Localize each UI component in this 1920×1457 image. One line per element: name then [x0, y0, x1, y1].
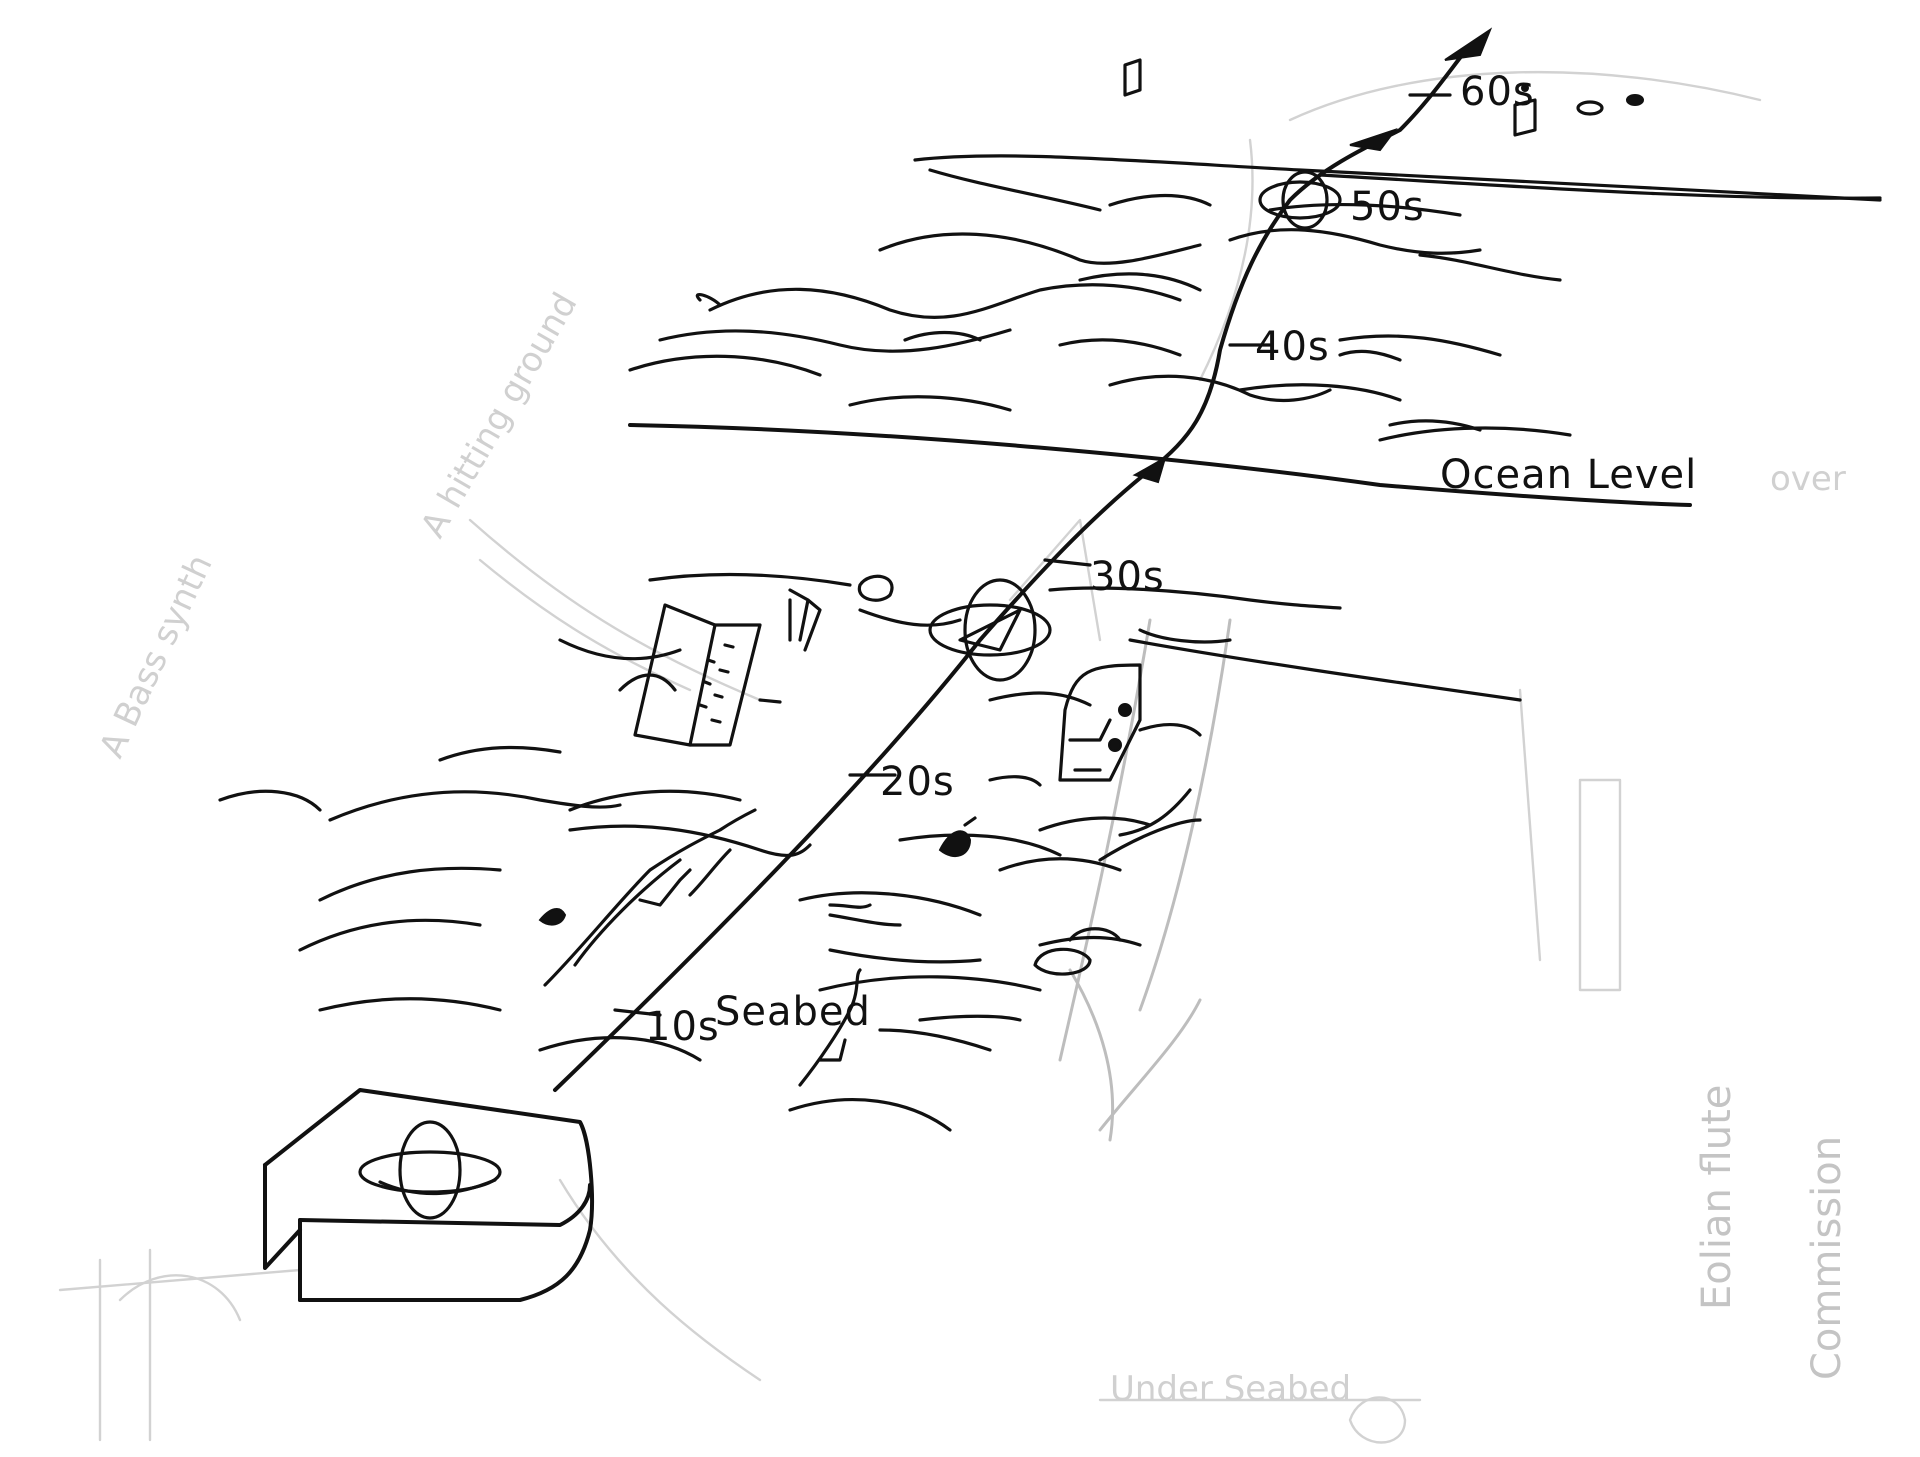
- time-label-20s: 20s: [880, 759, 955, 805]
- faint-note-bass-synth: A Bass synth: [92, 549, 221, 764]
- fish-group: [538, 816, 977, 926]
- ocean-level: Ocean Level: [628, 423, 1697, 507]
- orbit-symbol-30s: [928, 578, 1052, 682]
- ocean-level-label: Ocean Level: [1440, 452, 1697, 498]
- upper-waves: [628, 154, 1882, 442]
- seabed-label: Seabed: [715, 989, 871, 1035]
- time-label-10s: 10s: [645, 1004, 720, 1050]
- time-label-50s: 50s: [1350, 184, 1425, 230]
- lower-waves: [218, 572, 1522, 1132]
- orbit-symbol-50s: [1258, 170, 1342, 230]
- arrow-head-ocean-level: [1132, 455, 1167, 484]
- fish-left: [538, 908, 567, 926]
- sinking-car: [1058, 663, 1142, 782]
- arrow-head-surface: [1349, 128, 1398, 152]
- trajectory-line: [553, 43, 1472, 1092]
- faint-note-under-seabed: Under Seabed: [1110, 1369, 1351, 1409]
- faint-note-over: over: [1770, 459, 1846, 499]
- time-label-40s: 40s: [1255, 324, 1330, 370]
- faint-note-vertical-1: Eolian flute: [1694, 1085, 1740, 1310]
- arrow-head-top: [1444, 27, 1493, 61]
- floating-chair: [788, 588, 822, 652]
- sinking-building: [618, 603, 782, 747]
- ocean-level-line: [628, 423, 1692, 507]
- time-label-30s: 30s: [1090, 554, 1165, 600]
- fish-middle: [938, 830, 972, 858]
- time-markers: 10s 20s 30s 40s 50s 60s: [613, 69, 1535, 1050]
- rocks: [1033, 927, 1122, 976]
- faint-background-sketch: A Bass synth A hitting ground over Under…: [58, 70, 1850, 1444]
- small-rock: [857, 574, 894, 602]
- flying-book: [1123, 58, 1142, 97]
- faint-note-hitting-ground: A hitting ground: [413, 286, 585, 545]
- flying-objects: [1123, 58, 1644, 137]
- faint-note-vertical-2: Commission: [1804, 1136, 1850, 1380]
- time-label-60s: 60s: [1460, 69, 1535, 115]
- trajectory: [553, 27, 1493, 1092]
- seaweed-debris: [543, 808, 872, 1087]
- starting-box: [263, 1088, 594, 1302]
